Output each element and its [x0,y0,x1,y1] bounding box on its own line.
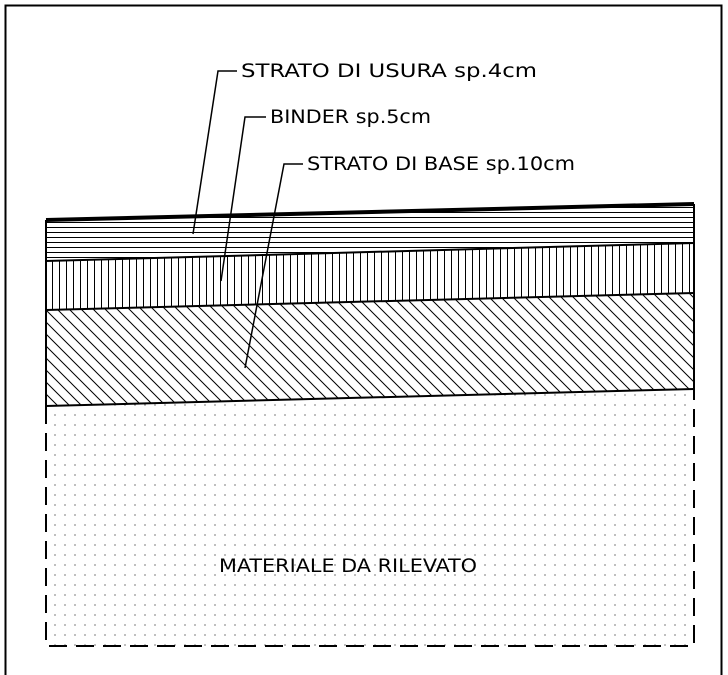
fill-material-boundary [45,389,695,647]
usura-binder-edge [45,242,695,262]
usura-top-edge [45,202,695,222]
fill-material-area [46,389,694,646]
label-binder: BINDER sp.5cm [270,106,431,128]
drawing-frame [4,4,723,675]
layer-base [46,293,694,406]
layer-binder [46,243,694,310]
binder-base-edge [45,292,695,311]
leader-base [244,163,303,369]
label-fill-material: MATERIALE DA RILEVATO [219,555,477,577]
base-fill-edge [45,388,695,407]
leader-binder [220,116,266,282]
label-usura: STRATO DI USURA sp.4cm [241,60,537,82]
label-base: STRATO DI BASE sp.10cm [307,153,575,175]
leader-usura [192,70,237,235]
